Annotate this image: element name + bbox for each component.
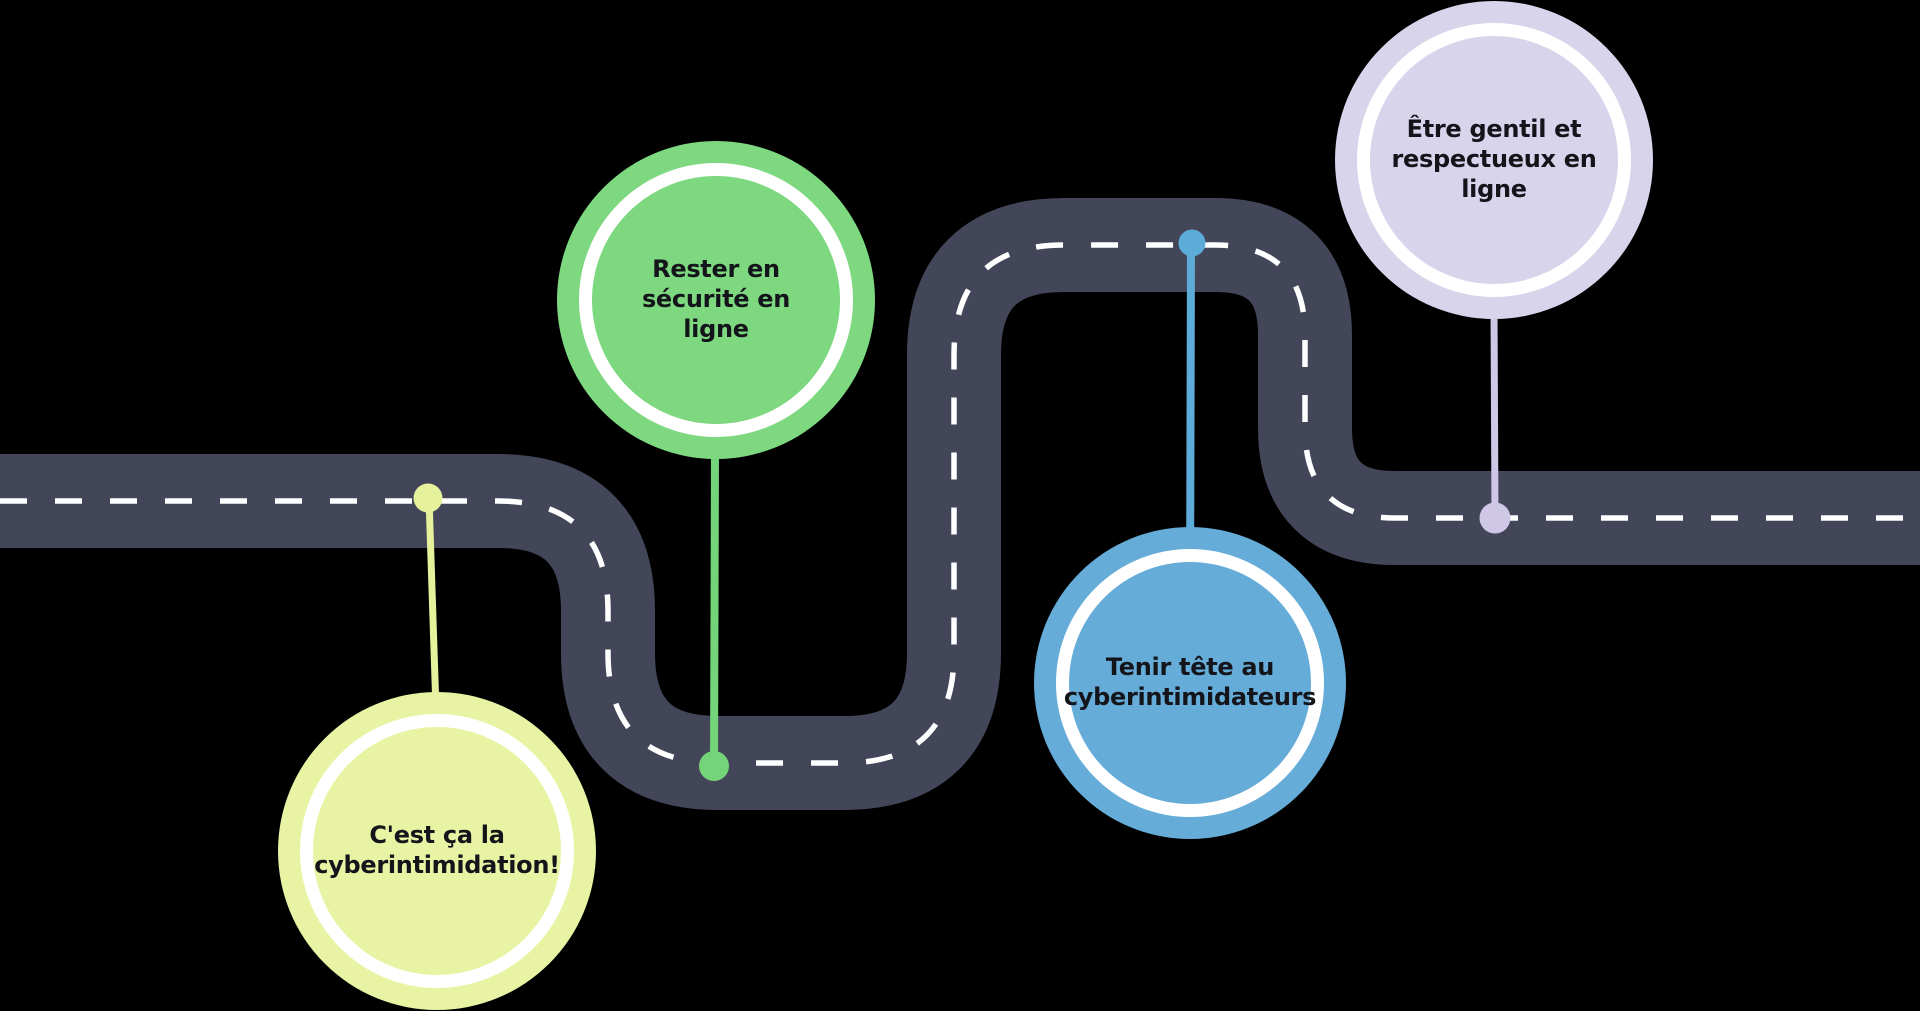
milestone-4-stem [1490,309,1499,519]
milestone-1-road-dot [413,483,443,513]
milestone-1-label: C'est ça la cyberintimidation! [314,821,560,879]
milestone-1-stem [425,497,440,711]
milestone-2-circle[interactable]: Rester en sécurité en ligne [557,141,875,459]
milestone-4-circle[interactable]: Être gentil et respectueux en ligne [1335,1,1653,319]
milestone-3-road-dot [1178,229,1206,257]
road-asphalt [0,198,1920,810]
milestone-2-stem [710,449,719,767]
milestone-2-road-dot [699,751,729,781]
milestone-4-label: Être gentil et respectueux en ligne [1391,115,1597,203]
milestone-4-road-dot [1479,502,1511,534]
milestone-1-circle[interactable]: C'est ça la cyberintimidation! [278,692,596,1010]
milestone-2-label: Rester en sécurité en ligne [641,255,791,343]
milestone-3-label: Tenir tête au cyberintimidateurs [1063,653,1317,711]
road-centerline [0,242,1920,766]
milestone-3-circle[interactable]: Tenir tête au cyberintimidateurs [1034,527,1346,839]
